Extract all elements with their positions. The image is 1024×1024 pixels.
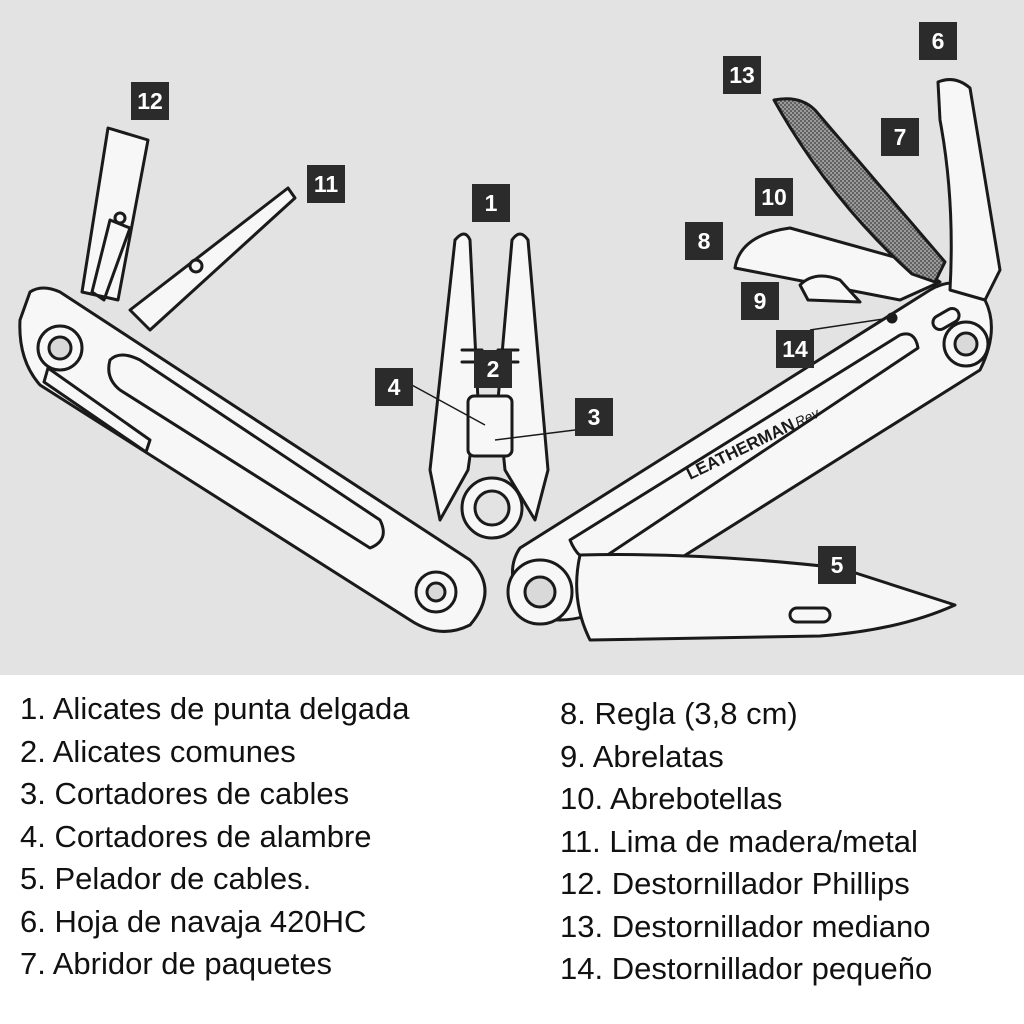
callout-badge-1: 1 [472, 184, 510, 222]
legend-item: 9. Abrelatas [560, 738, 724, 774]
pliers-pivot-inner [473, 489, 511, 527]
callout-badge-8: 8 [685, 222, 723, 260]
leader-3 [494, 429, 576, 441]
legend-item: 1. Alicates de punta delgada [20, 691, 410, 726]
phillips-screwdriver-shank [90, 218, 132, 302]
hook-tool [936, 78, 1002, 302]
legend-item: 6. Hoja de navaja 420HC [20, 903, 367, 939]
left-handle [18, 286, 487, 633]
callout-badge-2: 2 [474, 350, 512, 388]
callout-badge-5: 5 [818, 546, 856, 584]
file-blade [772, 97, 947, 284]
left-bottom-pivot-inner [425, 581, 447, 603]
right-handle-slot [931, 307, 961, 331]
right-handle-inner-slot [568, 332, 920, 563]
blade-thumb-hole [788, 606, 832, 624]
left-handle-inner-slot [107, 353, 385, 550]
callout-badge-4: 4 [375, 368, 413, 406]
legend-item: 12. Destornillador Phillips [560, 866, 910, 901]
legend-item: 14. Destornillador pequeño [560, 951, 933, 986]
left-handle-side-slot [42, 366, 152, 454]
legend-item: 7. Abridor de paquetes [20, 946, 332, 981]
file-screw-dot [188, 258, 204, 274]
legend-item: 13. Destornillador mediano [560, 908, 931, 944]
legend-item: 3. Cortadores de cables [20, 776, 350, 811]
callout-badge-13: 13 [723, 56, 761, 94]
callout-badge-3: 3 [575, 398, 613, 436]
pliers-left-jaw [428, 232, 480, 522]
leader-14 [809, 317, 891, 331]
leader-lines [409, 317, 891, 441]
legend-item: 8. Regla (3,8 cm) [560, 696, 798, 731]
callout-badge-11: 11 [307, 165, 345, 203]
file-arm [128, 186, 297, 332]
legend-item: 10. Abrebotellas [560, 781, 783, 816]
right-bottom-pivot-inner [523, 575, 557, 609]
pliers-grip-teeth [460, 348, 520, 364]
can-opener-hook [798, 274, 862, 304]
callout-badge-14: 14 [776, 330, 814, 368]
callout-badge-7: 7 [881, 118, 919, 156]
callout-badge-12: 12 [131, 82, 169, 120]
left-pivot-inner [47, 335, 73, 361]
callout-badge-10: 10 [755, 178, 793, 216]
multitool-illustration: LEATHERMAN Rev [18, 78, 1002, 642]
legend-item: 11. Lima de madera/metal [560, 823, 918, 859]
knife-blade [575, 553, 957, 642]
multitool-diagram: LEATHERMAN Rev 1 2 3 4 5 6 7 8 9 10 11 1… [0, 0, 1024, 675]
right-pivot-inner [953, 331, 979, 357]
legend-item: 2. Alicates comunes [20, 733, 296, 769]
callout-badge-9: 9 [741, 282, 779, 320]
legend-item: 5. Pelador de cables. [20, 861, 312, 896]
callout-badge-6: 6 [919, 22, 957, 60]
legend-right-column: 8. Regla (3,8 cm) 9. Abrelatas 10. Abreb… [560, 693, 932, 991]
phillips-screw-dot [113, 211, 127, 225]
legend-left-column: 1. Alicates de punta delgada 2. Alicates… [20, 688, 410, 986]
legend-item: 4. Cortadores de alambre [20, 818, 372, 854]
pliers-wire-cutter-gap [466, 394, 514, 458]
leader-4 [409, 383, 486, 426]
